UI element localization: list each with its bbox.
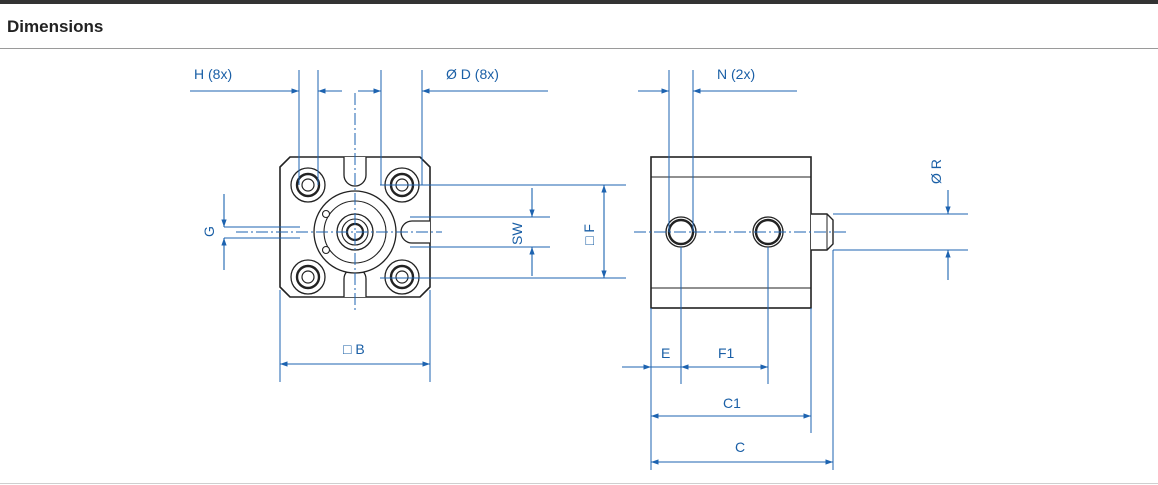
port-right xyxy=(752,216,784,248)
title-rule xyxy=(0,48,1158,49)
label-e: E xyxy=(661,345,670,361)
bore-top-left xyxy=(290,167,326,203)
label-g: G xyxy=(201,226,217,237)
center-lines xyxy=(236,93,848,310)
label-f1: F1 xyxy=(718,345,735,361)
top-rule xyxy=(0,0,1158,4)
label-c1: C1 xyxy=(723,395,741,411)
front-view xyxy=(279,156,431,298)
label-b: □ B xyxy=(343,341,365,357)
label-r: Ø R xyxy=(928,159,944,184)
label-sw: SW xyxy=(509,222,525,245)
bottom-rule xyxy=(0,483,1158,484)
section-title: Dimensions xyxy=(7,17,104,36)
dimension-lines xyxy=(190,88,951,465)
label-d: Ø D (8x) xyxy=(446,66,499,82)
bore-bottom-right xyxy=(384,259,420,295)
label-h: H (8x) xyxy=(194,66,232,82)
label-n: N (2x) xyxy=(717,66,755,82)
label-c: C xyxy=(735,439,745,455)
label-f: □ F xyxy=(581,224,597,245)
bore-bottom-left xyxy=(290,259,326,295)
